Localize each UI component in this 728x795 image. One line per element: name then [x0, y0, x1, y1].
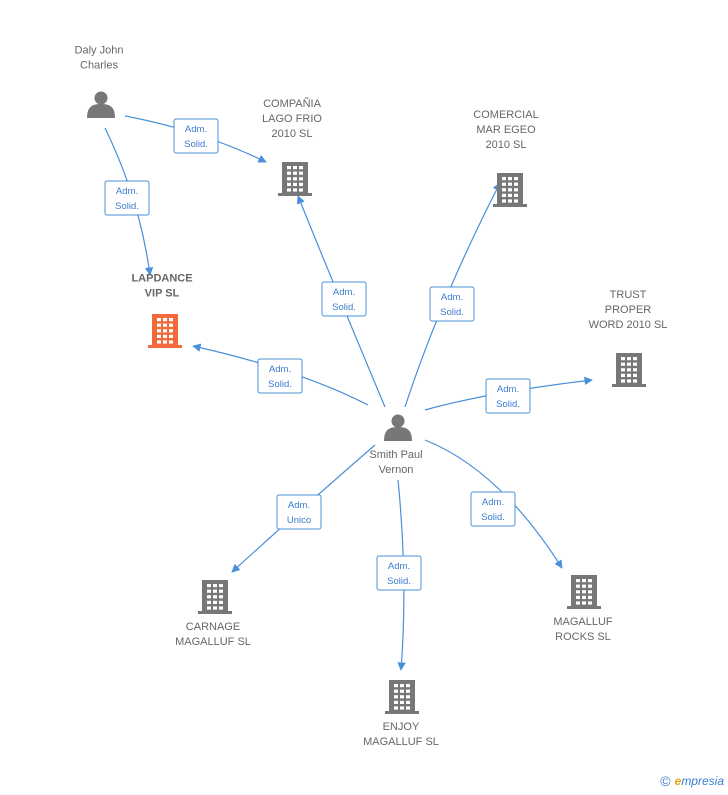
node-carnage[interactable]: CARNAGE MAGALLUF SL	[175, 580, 251, 648]
edge-line	[424, 439, 563, 569]
edge-role-text: Adm.	[388, 561, 410, 572]
edge-role-text: Adm.	[482, 497, 504, 508]
node-label: Smith Paul	[369, 449, 422, 461]
edge-role-text: Solid.	[268, 379, 292, 390]
edge-role-text: Solid.	[496, 399, 520, 410]
edge-role-badge[interactable]: Adm. Solid.	[257, 358, 303, 394]
node-label: PROPER	[605, 304, 652, 316]
edge-role-text: Adm.	[185, 124, 207, 135]
node-label: LAPDANCE	[131, 273, 192, 285]
edge-role-text: Solid.	[440, 307, 464, 318]
edge-role-badge[interactable]: Adm. Solid.	[321, 281, 367, 317]
node-lapdance[interactable]: LAPDANCE VIP SL	[131, 273, 193, 349]
edge-smith-trust: Adm. Solid.	[424, 376, 593, 414]
node-label: Daly John	[75, 45, 124, 57]
node-label: 2010 SL	[486, 139, 527, 151]
edge-role-text: Solid.	[184, 139, 208, 150]
edge-role-badge[interactable]: Adm. Unico	[276, 494, 322, 530]
node-label: VIP SL	[145, 288, 180, 300]
node-label: Vernon	[379, 464, 414, 476]
edge-role-badge[interactable]: Adm. Solid.	[104, 180, 150, 216]
node-label: COMERCIAL	[473, 109, 538, 121]
building-icon	[612, 353, 646, 387]
node-trust[interactable]: TRUST PROPER WORD 2010 SL	[589, 289, 668, 387]
node-rocks[interactable]: MAGALLUF ROCKS SL	[553, 575, 613, 643]
brand-logo: © empresia	[660, 773, 724, 789]
edge-role-text: Solid.	[115, 201, 139, 212]
edge-role-text: Adm.	[441, 292, 463, 303]
node-maregeo[interactable]: COMERCIAL MAR EGEO 2010 SL	[473, 109, 539, 207]
edge-role-text: Solid.	[387, 576, 411, 587]
edge-role-text: Adm.	[269, 364, 291, 375]
edge-role-text: Adm.	[116, 186, 138, 197]
node-label: MAR EGEO	[476, 124, 536, 136]
edge-role-text: Solid.	[481, 512, 505, 523]
edge-smith-carnage: Adm. Unico	[231, 444, 376, 573]
edge-smith-rocks: Adm. Solid.	[424, 439, 563, 569]
node-label: Charles	[80, 60, 118, 72]
edge-smith-lagofrio: Adm. Solid.	[296, 195, 386, 408]
building-icon	[198, 580, 232, 614]
edge-role-text: Adm.	[333, 287, 355, 298]
edge-role-text: Solid.	[332, 302, 356, 313]
node-label: CARNAGE	[186, 621, 240, 633]
node-label: TRUST	[610, 289, 647, 301]
node-label: COMPAÑIA	[263, 97, 322, 110]
node-label: MAGALLUF	[553, 616, 613, 628]
building-icon	[567, 575, 601, 609]
building-icon	[493, 173, 527, 207]
edge-smith-lapdance: Adm. Solid.	[192, 343, 369, 406]
person-icon	[87, 91, 115, 118]
edge-role-text: Adm.	[497, 384, 519, 395]
edge-role-text: Unico	[287, 515, 311, 526]
node-label: 2010 SL	[272, 128, 313, 140]
edge-role-badge[interactable]: Adm. Solid.	[470, 491, 516, 527]
node-enjoy[interactable]: ENJOY MAGALLUF SL	[363, 680, 439, 748]
person-icon	[384, 414, 412, 441]
node-label: MAGALLUF SL	[363, 736, 439, 748]
edge-smith-maregeo: Adm. Solid.	[404, 182, 501, 408]
edge-role-badge[interactable]: Adm. Solid.	[376, 555, 422, 591]
building-icon	[148, 314, 182, 348]
building-icon	[278, 162, 312, 196]
edge-daly-lagofrio: Adm. Solid.	[124, 115, 267, 163]
node-label: WORD 2010 SL	[589, 319, 668, 331]
node-lagofrio[interactable]: COMPAÑIA LAGO FRIO 2010 SL	[262, 97, 322, 196]
node-label: ROCKS SL	[555, 631, 611, 643]
edge-role-badge[interactable]: Adm. Solid.	[485, 378, 531, 414]
edge-role-badge[interactable]: Adm. Solid.	[429, 286, 475, 322]
copyright-icon: ©	[660, 773, 671, 789]
node-label: LAGO FRIO	[262, 113, 322, 125]
edge-daly-lapdance: Adm. Solid.	[104, 127, 154, 276]
edge-role-badge[interactable]: Adm. Solid.	[173, 118, 219, 154]
node-label: ENJOY	[383, 721, 420, 733]
building-icon	[385, 680, 419, 714]
edge-role-text: Adm.	[288, 500, 310, 511]
edge-smith-enjoy: Adm. Solid.	[376, 479, 422, 671]
node-label: MAGALLUF SL	[175, 636, 251, 648]
